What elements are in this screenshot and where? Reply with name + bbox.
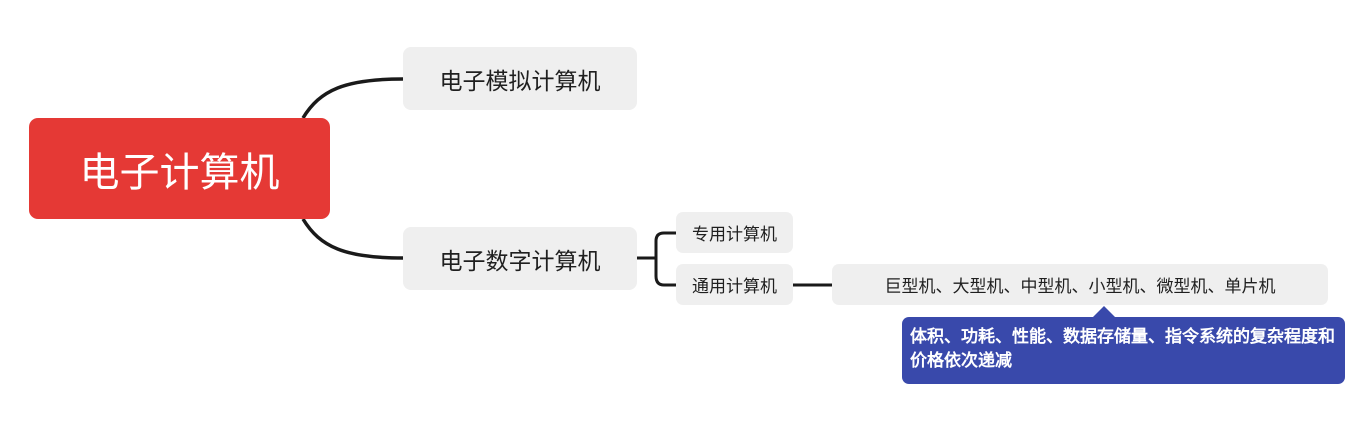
connector-root-to-digital — [301, 218, 404, 260]
connector-digital-to-special — [654, 231, 676, 258]
topic-general-purpose-computer[interactable]: 通用计算机 — [676, 264, 793, 305]
root-topic-label: 电子计算机 — [79, 149, 280, 196]
topic-analog-computer-label: 电子模拟计算机 — [439, 68, 601, 95]
topic-analog-computer[interactable]: 电子模拟计算机 — [403, 47, 637, 110]
note-pointer — [1092, 306, 1116, 318]
topic-computer-types-label: 巨型机、大型机、中型机、小型机、微型机、单片机 — [884, 277, 1276, 297]
topic-general-purpose-label: 通用计算机 — [692, 277, 777, 297]
connector-root-to-analog — [301, 77, 404, 119]
topic-special-purpose-computer[interactable]: 专用计算机 — [676, 212, 793, 253]
topic-special-purpose-label: 专用计算机 — [692, 225, 777, 245]
topic-digital-computer-label: 电子数字计算机 — [439, 248, 601, 275]
topic-digital-computer[interactable]: 电子数字计算机 — [403, 227, 637, 290]
root-topic[interactable]: 电子计算机 — [29, 118, 330, 219]
note-text: 体积、功耗、性能、数据存储量、指令系统的复杂程度和价格依次递减 — [910, 327, 1335, 371]
connector-digital-to-general — [654, 258, 676, 287]
topic-computer-types[interactable]: 巨型机、大型机、中型机、小型机、微型机、单片机 — [832, 264, 1328, 305]
topic-note-callout[interactable]: 体积、功耗、性能、数据存储量、指令系统的复杂程度和价格依次递减 — [902, 317, 1345, 384]
